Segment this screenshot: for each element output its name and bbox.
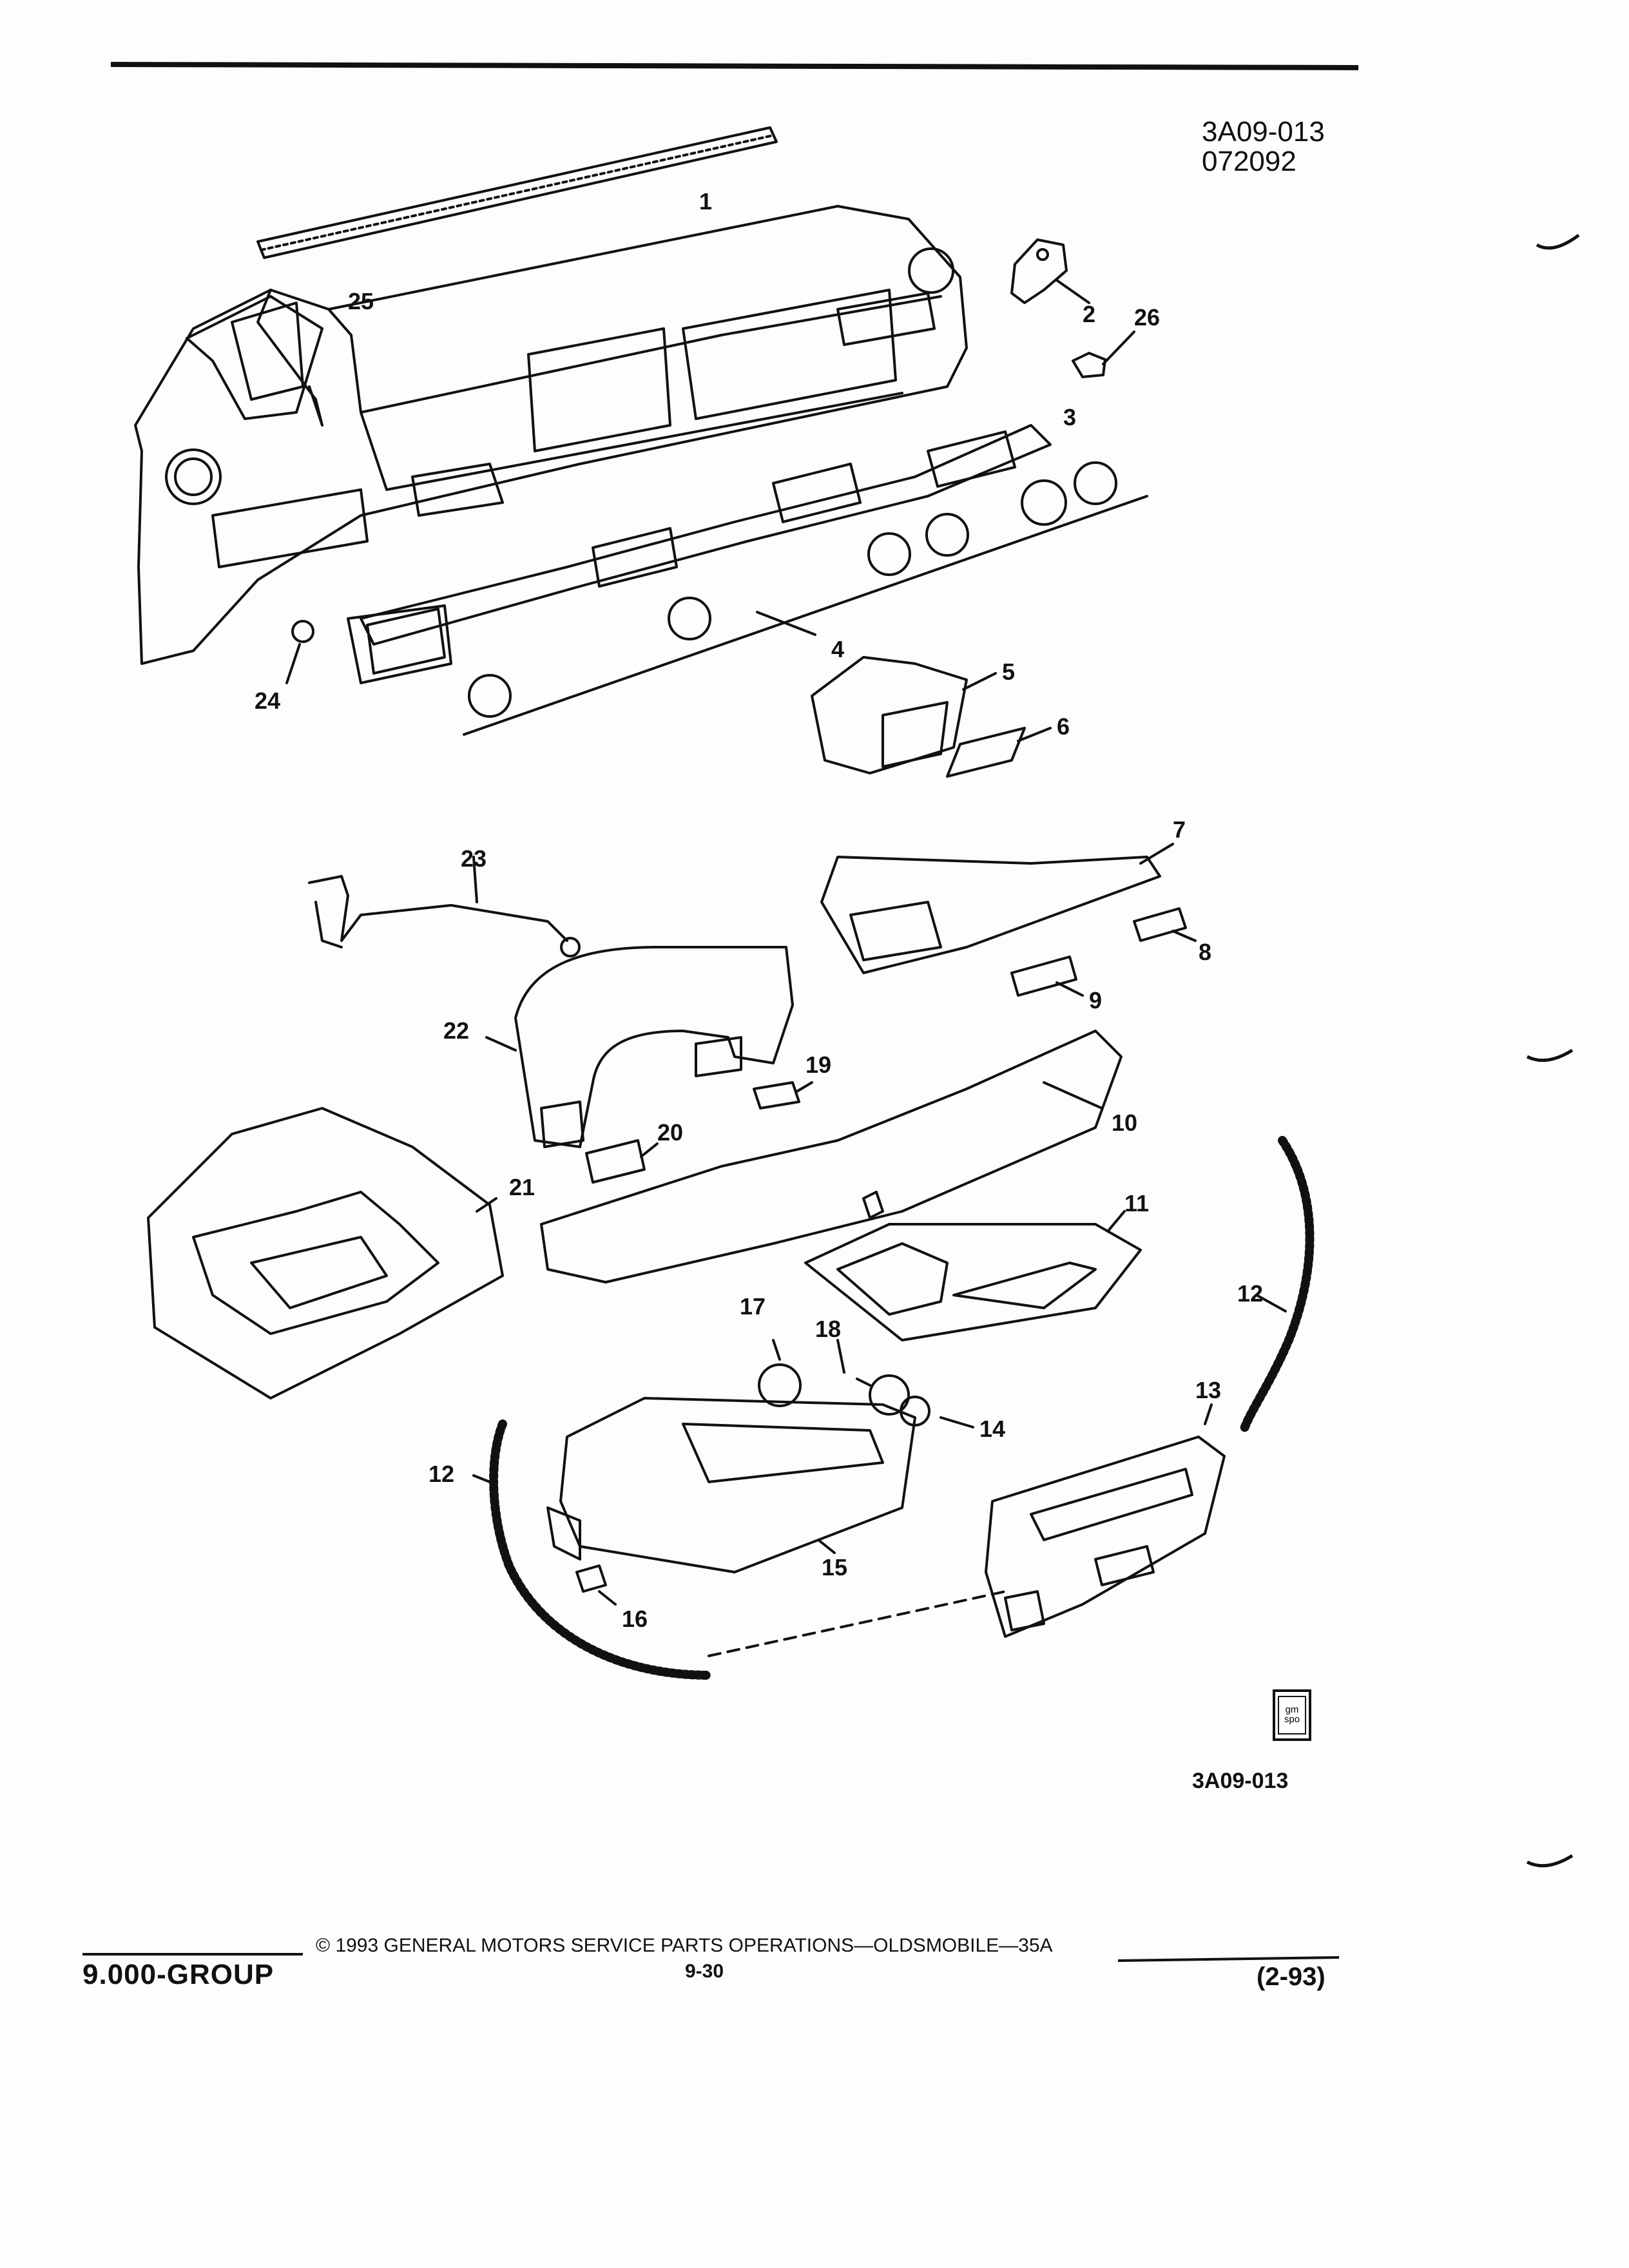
illustration-code: 3A09-013 xyxy=(1202,116,1325,148)
part-9-seal xyxy=(1010,956,1077,997)
part-18-14-assembly xyxy=(836,1339,974,1428)
callout-14: 14 xyxy=(979,1416,1005,1442)
callout-8: 8 xyxy=(1199,939,1211,965)
footer-page-number: 9-30 xyxy=(685,1961,724,1982)
callout-13: 13 xyxy=(1195,1377,1221,1403)
callout-12-left: 12 xyxy=(429,1461,454,1487)
part-3-outlet-panel xyxy=(360,424,1052,646)
logo-text: gm spo xyxy=(1278,1696,1306,1735)
footer-copyright: © 1993 GENERAL MOTORS SERVICE PARTS OPER… xyxy=(316,1935,1053,1956)
callout-2: 2 xyxy=(1083,301,1095,327)
callout-5: 5 xyxy=(1002,658,1015,685)
callout-12-right: 12 xyxy=(1237,1280,1263,1307)
callout-1: 1 xyxy=(699,188,712,215)
part-13-housing xyxy=(985,1403,1226,1638)
part-19-seal xyxy=(753,1081,800,1110)
callout-25: 25 xyxy=(348,288,374,314)
footer-revision: (2-93) xyxy=(1257,1963,1325,1991)
part-15-heater-box xyxy=(546,1397,916,1573)
part-21-case xyxy=(147,1107,504,1399)
callout-21: 21 xyxy=(509,1174,535,1200)
callout-3: 3 xyxy=(1063,404,1076,430)
callout-18: 18 xyxy=(815,1316,841,1342)
part-22-center-duct xyxy=(485,946,794,1148)
binding-mark xyxy=(1526,1854,1574,1868)
part-1-defroster-grille xyxy=(256,126,778,259)
part-26-clip xyxy=(1072,352,1106,378)
binding-mark xyxy=(1536,233,1580,250)
part-7-duct xyxy=(820,843,1174,974)
part-20-seal xyxy=(585,1139,646,1184)
part-11-gasket xyxy=(804,1210,1142,1341)
part-2-bracket xyxy=(1010,238,1090,304)
header-rule xyxy=(110,62,1359,70)
header-codes: 3A09-013 072092 xyxy=(1202,117,1325,177)
callout-6: 6 xyxy=(1057,713,1070,740)
callout-9: 9 xyxy=(1089,987,1102,1014)
callout-15: 15 xyxy=(822,1554,847,1581)
part-4-lower-bezel xyxy=(347,461,1148,736)
part-6-seal xyxy=(946,727,1026,778)
part-24-nut xyxy=(291,620,314,643)
callout-11: 11 xyxy=(1124,1190,1149,1216)
callout-10: 10 xyxy=(1112,1110,1137,1136)
part-16-clip xyxy=(575,1564,607,1593)
callout-4: 4 xyxy=(831,636,844,662)
callout-16: 16 xyxy=(622,1606,648,1632)
instrument-panel-carrier xyxy=(134,205,968,665)
callout-17: 17 xyxy=(740,1293,766,1320)
part-5-duct xyxy=(811,656,997,774)
part-10-lower-duct xyxy=(540,1030,1123,1283)
part-17-actuator xyxy=(758,1339,802,1407)
gm-spo-logo: gm spo xyxy=(1273,1689,1311,1741)
part-23-hose xyxy=(308,856,581,957)
part-8-seal xyxy=(1133,907,1187,942)
callout-20: 20 xyxy=(657,1119,683,1146)
figure-reference-code: 3A09-013 xyxy=(1192,1769,1289,1793)
callout-26: 26 xyxy=(1134,304,1160,331)
callout-24: 24 xyxy=(255,687,280,714)
connector-dash xyxy=(708,1590,1007,1657)
callout-7: 7 xyxy=(1173,816,1186,843)
callout-19: 19 xyxy=(805,1052,831,1078)
callout-23: 23 xyxy=(461,845,487,872)
callout-22: 22 xyxy=(443,1017,469,1044)
footer-group: 9.000-GROUP xyxy=(82,1959,275,1990)
binding-mark xyxy=(1526,1048,1574,1062)
date-code: 072092 xyxy=(1202,146,1296,177)
